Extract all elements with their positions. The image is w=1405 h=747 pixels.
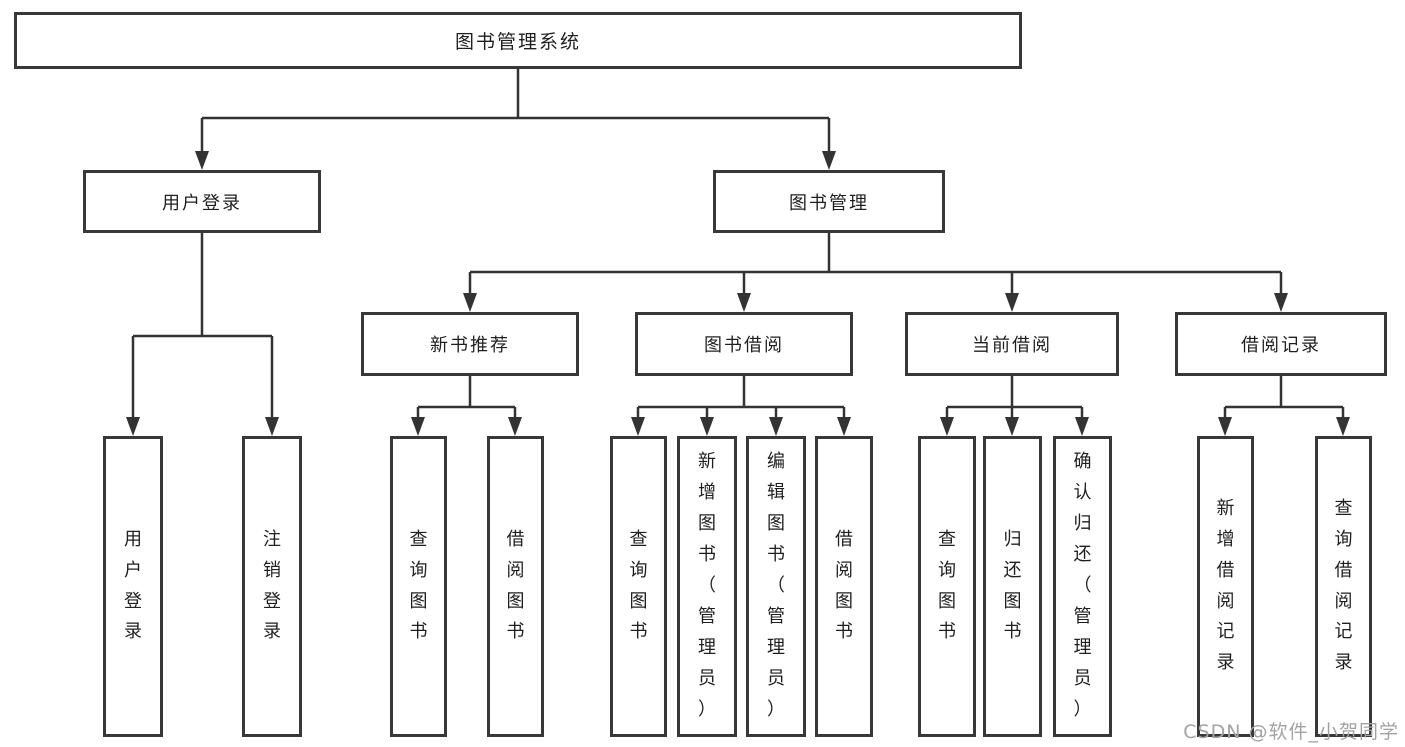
- node-book-management-label: 图书管理: [789, 192, 869, 214]
- node-book-borrow-label: 图书借阅: [704, 335, 784, 356]
- connector-record-to-leaves: [1223, 376, 1345, 420]
- node-current-borrow: 当前借阅: [905, 312, 1119, 376]
- node-root: 图书管理系统: [14, 12, 1022, 69]
- arrowhead: [1075, 417, 1089, 436]
- connector-userlogin-to-leaves: [131, 233, 274, 418]
- connector-current-to-leaves: [945, 376, 1084, 420]
- arrowhead: [508, 417, 522, 436]
- connector-borrow-to-leaves: [636, 376, 846, 420]
- leaf-borrow-book-label: 借阅图书: [835, 528, 853, 643]
- leaf-current-confirm-admin-label: 确认归还（管理员）: [1073, 451, 1092, 720]
- leaf-record-query: 查询借阅记录: [1315, 436, 1372, 737]
- leaf-newbook-query: 查询图书: [390, 436, 447, 737]
- leaf-newbook-borrow-label: 借阅图书: [506, 528, 525, 643]
- leaf-current-query-label: 查询图书: [938, 528, 956, 643]
- node-user-login: 用户登录: [83, 170, 321, 233]
- leaf-record-add-label: 新增借阅记录: [1216, 497, 1235, 674]
- node-new-book-recommend-label: 新书推荐: [430, 335, 510, 356]
- leaf-borrow-query-label: 查询图书: [629, 528, 648, 643]
- node-new-book-recommend: 新书推荐: [361, 312, 579, 376]
- arrowhead: [737, 293, 751, 312]
- connector-newbook-to-leaves: [416, 376, 517, 420]
- leaf-borrow-book: 借阅图书: [815, 436, 873, 737]
- leaf-user-login: 用户登录: [103, 436, 163, 737]
- leaf-current-return: 归还图书: [983, 436, 1042, 737]
- leaf-newbook-borrow: 借阅图书: [487, 436, 544, 737]
- arrowhead: [822, 151, 836, 170]
- node-root-label: 图书管理系统: [454, 31, 581, 53]
- connector-root-to-level2: [200, 68, 831, 152]
- node-borrow-record-label: 借阅记录: [1241, 335, 1321, 356]
- leaf-borrow-query: 查询图书: [610, 436, 667, 737]
- leaf-logout: 注销登录: [242, 436, 302, 737]
- connector-bookmgmt-to-level3: [468, 233, 1283, 295]
- leaf-borrow-edit-admin: 编辑图书（管理员）: [746, 436, 806, 737]
- node-user-login-label: 用户登录: [162, 192, 242, 214]
- leaf-record-add: 新增借阅记录: [1197, 436, 1254, 737]
- arrowhead: [769, 417, 783, 436]
- leaf-borrow-add-admin-label: 新增图书（管理员）: [698, 451, 716, 720]
- leaf-current-return-label: 归还图书: [1003, 528, 1022, 643]
- arrowhead: [195, 151, 209, 170]
- arrowhead: [1218, 417, 1232, 436]
- watermark: CSDN @软件_小贺同学: [1183, 721, 1399, 743]
- arrowhead: [1005, 417, 1019, 436]
- arrowhead: [837, 417, 851, 436]
- arrowhead: [1336, 417, 1350, 436]
- node-book-management: 图书管理: [713, 170, 945, 233]
- leaf-borrow-edit-admin-label: 编辑图书（管理员）: [767, 451, 785, 720]
- arrowhead: [1005, 293, 1019, 312]
- leaf-record-query-label: 查询借阅记录: [1334, 497, 1353, 674]
- arrowhead: [411, 417, 425, 436]
- leaf-current-confirm-admin: 确认归还（管理员）: [1053, 436, 1112, 737]
- node-book-borrow: 图书借阅: [635, 312, 853, 376]
- arrowhead: [631, 417, 645, 436]
- leaf-newbook-query-label: 查询图书: [409, 528, 428, 643]
- node-current-borrow-label: 当前借阅: [972, 335, 1052, 356]
- leaf-logout-label: 注销登录: [263, 528, 281, 643]
- leaf-current-query: 查询图书: [918, 436, 976, 737]
- leaf-user-login-label: 用户登录: [124, 528, 142, 643]
- arrowhead: [700, 417, 714, 436]
- leaf-borrow-add-admin: 新增图书（管理员）: [677, 436, 737, 737]
- node-borrow-record: 借阅记录: [1175, 312, 1387, 376]
- arrowhead: [940, 417, 954, 436]
- arrowhead: [1274, 293, 1288, 312]
- arrowhead: [265, 417, 279, 436]
- arrowhead: [463, 293, 477, 312]
- arrowhead: [126, 417, 140, 436]
